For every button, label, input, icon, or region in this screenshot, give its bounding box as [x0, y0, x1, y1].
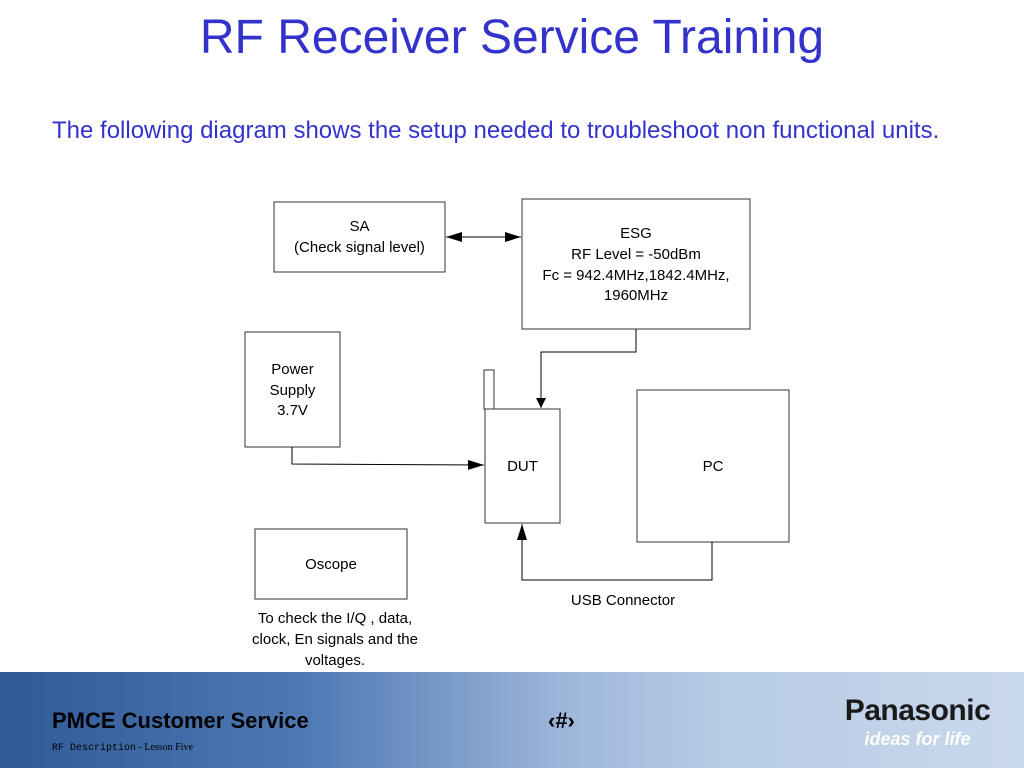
- pc-box: PC: [636, 389, 790, 543]
- esg-label: ESG: [620, 225, 652, 242]
- dut-label: DUT: [507, 458, 538, 475]
- oscope-note-2: clock, En signals and the: [252, 631, 418, 648]
- sa-sublabel: (Check signal level): [294, 239, 425, 256]
- power-dut-connector: [291, 447, 485, 470]
- setup-diagram: SA (Check signal level) ESG RF Level = -…: [244, 198, 790, 669]
- sa-label: SA: [349, 218, 369, 235]
- esg-frequencies: Fc = 942.4MHz,1842.4MHz,: [542, 267, 729, 284]
- sa-box: SA (Check signal level): [273, 201, 446, 273]
- power-voltage: 3.7V: [277, 402, 308, 419]
- power-label-2: Supply: [270, 382, 316, 399]
- slide-title: RF Receiver Service Training: [199, 11, 825, 64]
- power-supply-box: Power Supply 3.7V: [244, 331, 341, 448]
- intro-text: The following diagram shows the setup ne…: [52, 117, 940, 144]
- antenna: [483, 369, 495, 410]
- brand-tagline: ideas for life: [864, 729, 971, 749]
- oscope-note-3: voltages.: [305, 652, 365, 669]
- oscope-label: Oscope: [305, 556, 357, 573]
- esg-dut-connector: [536, 329, 637, 408]
- footer-lesson: RF Description - Lesson Five: [52, 742, 193, 754]
- footer-lesson-number: - Lesson Five: [136, 742, 193, 753]
- oscope-box: Oscope: [254, 528, 408, 600]
- footer-lesson-topic: RF Description: [52, 743, 137, 754]
- slide-number: ‹#›: [548, 708, 575, 733]
- oscope-note-1: To check the I/Q , data,: [258, 610, 412, 627]
- dut-box: DUT: [483, 369, 561, 524]
- pc-label: PC: [703, 458, 724, 475]
- esg-frequencies-cont: 1960MHz: [604, 287, 668, 304]
- panasonic-logo: Panasonic ideas for life: [830, 694, 1005, 750]
- footer-organization: PMCE Customer Service: [52, 708, 309, 733]
- usb-connector-label: USB Connector: [571, 592, 675, 609]
- footer-bar: PMCE Customer Service ‹#› RF Description…: [0, 672, 1024, 768]
- usb-connector: [517, 524, 713, 581]
- esg-rf-level: RF Level = -50dBm: [571, 246, 701, 263]
- brand-name: Panasonic: [844, 694, 991, 727]
- power-label-1: Power: [271, 361, 314, 378]
- esg-box: ESG RF Level = -50dBm Fc = 942.4MHz,1842…: [521, 198, 751, 330]
